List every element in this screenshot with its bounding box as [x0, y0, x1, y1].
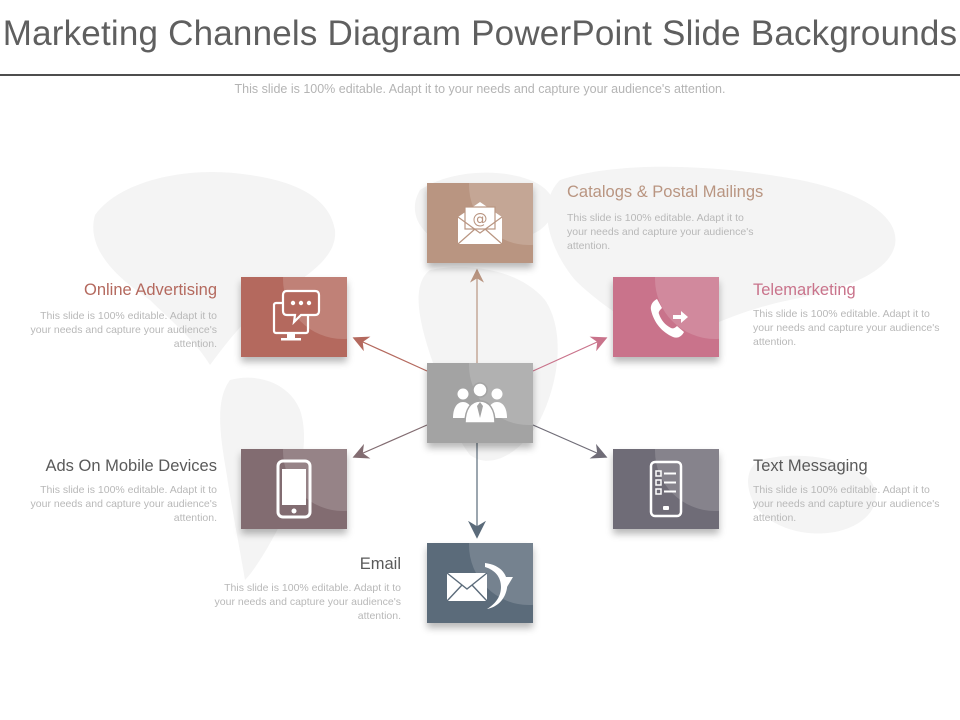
- mobile-devices-title: Ads On Mobile Devices: [45, 457, 218, 475]
- svg-text:@: @: [473, 210, 488, 228]
- email-description: This slide is 100% editable. Adapt it to…: [214, 582, 401, 622]
- mobile-devices-box: [241, 449, 347, 529]
- text-messaging-box: [613, 449, 719, 529]
- email-title: Email: [359, 555, 401, 573]
- telemarketing-title: Telemarketing: [753, 281, 856, 299]
- title-divider: [0, 74, 960, 76]
- online-advertising-title: Online Advertising: [84, 281, 217, 299]
- online-advertising-box: [241, 277, 347, 357]
- text-messaging-title: Text Messaging: [753, 457, 868, 475]
- envelope-arrow-icon: [446, 563, 513, 609]
- page-subtitle: This slide is 100% editable. Adapt it to…: [234, 82, 726, 96]
- center-box: [427, 363, 533, 443]
- catalogs-description: This slide is 100% editable. Adapt it to…: [567, 212, 754, 252]
- catalogs-box: @: [427, 183, 533, 263]
- email-box: [427, 543, 533, 623]
- arrow-to-text-messaging: [532, 424, 608, 459]
- monitor-chat-icon: [272, 289, 321, 341]
- catalogs-title: Catalogs & Postal Mailings: [567, 183, 764, 201]
- checklist-phone-icon: [649, 460, 683, 518]
- arrow-to-telemarketing: [532, 336, 608, 372]
- arrow-to-online-advertising: [352, 336, 428, 372]
- at-envelope-icon: @: [457, 202, 503, 245]
- online-advertising-description: This slide is 100% editable. Adapt it to…: [30, 310, 217, 350]
- telemarketing-box: [613, 277, 719, 357]
- mobile-devices-description: This slide is 100% editable. Adapt it to…: [30, 484, 217, 524]
- phone-icon: [650, 299, 688, 338]
- smartphone-icon: [276, 459, 312, 519]
- people-group-icon: [453, 382, 507, 424]
- text-messaging-description: This slide is 100% editable. Adapt it to…: [753, 484, 940, 524]
- page-title: Marketing Channels Diagram PowerPoint Sl…: [2, 14, 958, 53]
- arrow-to-mobile: [352, 424, 428, 459]
- telemarketing-description: This slide is 100% editable. Adapt it to…: [753, 308, 940, 348]
